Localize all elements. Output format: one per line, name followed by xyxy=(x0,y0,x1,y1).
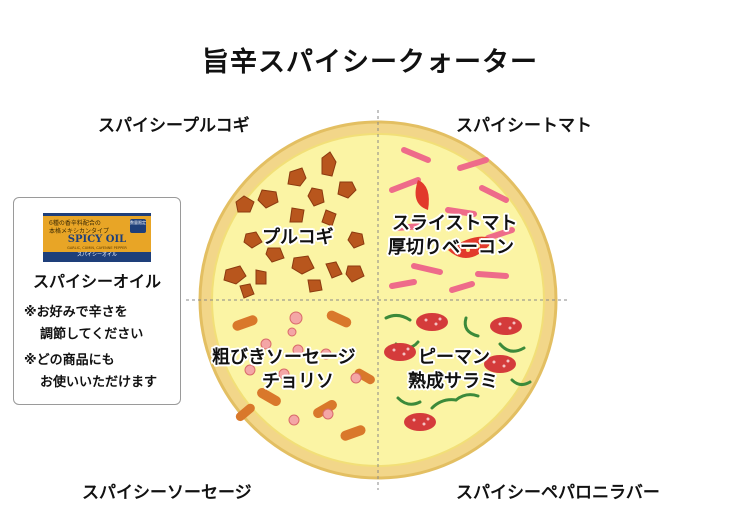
note-adjust-spice-line2: 調節してください xyxy=(40,327,144,342)
spicy-oil-can-image: 6種の香辛料配合の 本格メキシカンタイプ 数量限定 SPICY OIL GARL… xyxy=(43,213,151,262)
topping-green-pepper: ピーマン xyxy=(418,347,490,368)
can-band: スパイシーオイル xyxy=(43,252,151,259)
topping-aged-salami: 熟成サラミ xyxy=(408,371,498,392)
note-adjust-spice-line1: ※お好みで辛さを xyxy=(24,305,128,320)
topping-sliced-tomato: スライストマト xyxy=(392,213,518,234)
bulgogi-toppings xyxy=(223,151,365,299)
quarter-label-bottom-right: スパイシーペパロニラバー xyxy=(456,483,660,503)
page-title: 旨辛スパイシークォーター xyxy=(202,47,538,78)
note-any-product-line2: お使いいただけます xyxy=(40,375,158,390)
quarter-label-bottom-left: スパイシーソーセージ xyxy=(82,483,252,503)
topping-thick-bacon: 厚切りベーコン xyxy=(388,237,514,258)
note-any-product-line1: ※どの商品にも xyxy=(24,353,115,368)
quarter-label-top-right: スパイシートマト xyxy=(456,116,592,136)
sausage-toppings xyxy=(232,310,375,441)
spicy-oil-box: 6種の香辛料配合の 本格メキシカンタイプ 数量限定 SPICY OIL GARL… xyxy=(13,197,181,405)
can-text-line1: 6種の香辛料配合の xyxy=(49,220,101,227)
topping-coarse-sausage: 粗びきソーセージ xyxy=(212,347,356,368)
spicy-oil-name: スパイシーオイル xyxy=(32,272,161,291)
tomato-toppings xyxy=(415,180,494,258)
bacon-toppings xyxy=(389,147,515,293)
chorizo-toppings xyxy=(244,311,362,426)
topping-chorizo: チョリソ xyxy=(262,371,334,392)
topping-bulgogi: プルコギ xyxy=(262,227,334,248)
quarter-label-top-left: スパイシープルコギ xyxy=(98,116,250,136)
salami-toppings xyxy=(384,313,522,431)
can-badge: 数量限定 xyxy=(130,219,146,233)
can-subtext: GARLIC, CUMIN, CAYENNE PEPPER xyxy=(67,246,127,250)
can-brand: SPICY OIL xyxy=(67,234,127,245)
can-text-line2: 本格メキシカンタイプ xyxy=(49,228,110,235)
